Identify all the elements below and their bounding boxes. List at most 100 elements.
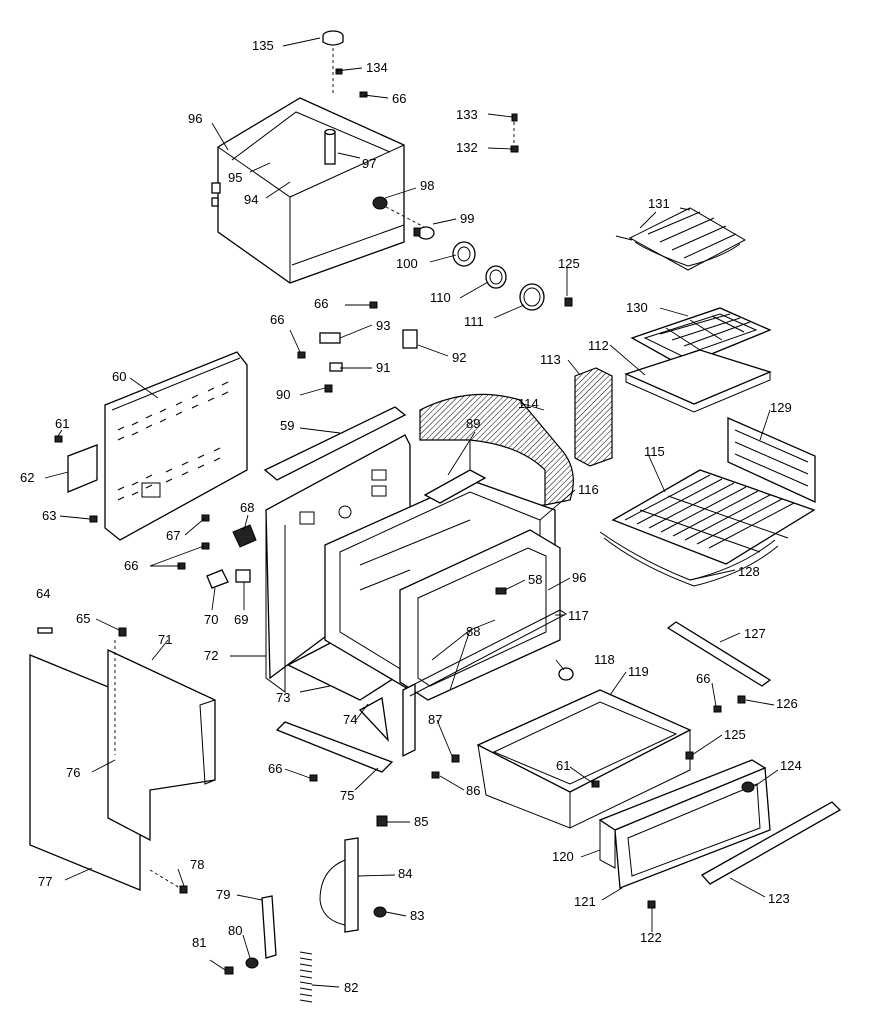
callout-93: 93 bbox=[376, 318, 390, 333]
part-129-rack-support bbox=[727, 417, 816, 504]
part-81-screw bbox=[224, 966, 234, 975]
part-59-front-trim bbox=[263, 406, 407, 481]
part-121-drawer-front bbox=[614, 767, 771, 889]
part-66-screw-d1 bbox=[201, 542, 210, 550]
callout-99: 99 bbox=[460, 211, 474, 226]
callout-135: 135 bbox=[252, 38, 274, 53]
callout-96: 96 bbox=[188, 111, 202, 126]
part-111-ring bbox=[519, 283, 545, 311]
callout-115: 115 bbox=[644, 444, 665, 459]
callout-119: 119 bbox=[628, 664, 649, 679]
part-134-clip bbox=[335, 68, 343, 75]
part-127-drawer-rail bbox=[666, 621, 772, 687]
callout-125: 125 bbox=[558, 256, 580, 271]
callout-122: 122 bbox=[640, 930, 662, 945]
part-130-broiler-insert bbox=[630, 307, 772, 367]
callout-95: 95 bbox=[228, 170, 242, 185]
part-113-vent bbox=[574, 367, 613, 467]
callout-73: 73 bbox=[276, 690, 290, 705]
callout-94: 94 bbox=[244, 192, 258, 207]
callout-66: 66 bbox=[268, 761, 282, 776]
part-119-storage-drawer bbox=[476, 689, 692, 829]
part-84-hinge bbox=[319, 837, 359, 933]
part-74-bracket bbox=[358, 696, 389, 742]
callout-66: 66 bbox=[270, 312, 284, 327]
callout-60: 60 bbox=[112, 369, 126, 384]
part-131-broil-element bbox=[615, 207, 747, 271]
callout-85: 85 bbox=[414, 814, 428, 829]
callout-88: 88 bbox=[466, 624, 480, 639]
callout-75: 75 bbox=[340, 788, 354, 803]
part-66-screw-f bbox=[309, 774, 318, 782]
callout-126: 126 bbox=[776, 696, 798, 711]
callout-111: 111 bbox=[464, 314, 484, 329]
part-66-screw-c bbox=[297, 351, 306, 359]
part-125-screw-lower bbox=[685, 751, 694, 760]
callout-97: 97 bbox=[362, 156, 376, 171]
part-128-bake-element bbox=[599, 531, 779, 587]
part-85-foot bbox=[376, 815, 388, 827]
part-89-crossbar bbox=[423, 469, 487, 504]
callout-61: 61 bbox=[55, 416, 69, 431]
part-117-front-frame bbox=[402, 609, 567, 758]
callout-90: 90 bbox=[276, 387, 290, 402]
callout-112: 112 bbox=[588, 338, 609, 353]
part-92-switch bbox=[402, 329, 418, 349]
part-126-screw bbox=[737, 695, 746, 704]
callout-62: 62 bbox=[20, 470, 34, 485]
part-135-cap bbox=[322, 30, 344, 46]
callout-59: 59 bbox=[280, 418, 294, 433]
callout-63: 63 bbox=[42, 508, 56, 523]
callout-87: 87 bbox=[428, 712, 442, 727]
part-63-screw bbox=[89, 515, 98, 523]
callout-116: 116 bbox=[578, 482, 599, 497]
part-99-bulb bbox=[413, 226, 435, 240]
callout-61: 61 bbox=[556, 758, 570, 773]
callout-80: 80 bbox=[228, 923, 242, 938]
callout-120: 120 bbox=[552, 849, 574, 864]
callout-128: 128 bbox=[738, 564, 760, 579]
callout-89: 89 bbox=[466, 416, 480, 431]
part-97-tube bbox=[324, 128, 336, 165]
callout-113: 113 bbox=[540, 352, 561, 367]
part-70-bracket bbox=[206, 569, 229, 589]
callout-66: 66 bbox=[392, 91, 406, 106]
part-66-screw-top bbox=[359, 91, 368, 98]
callout-127: 127 bbox=[744, 626, 766, 641]
part-122-screw bbox=[647, 900, 656, 909]
part-98-socket bbox=[372, 196, 388, 210]
part-110-lens bbox=[485, 265, 507, 289]
callout-81: 81 bbox=[192, 935, 206, 950]
callout-123: 123 bbox=[768, 891, 790, 906]
part-115-oven-rack bbox=[611, 469, 816, 565]
part-58-clip bbox=[495, 587, 507, 595]
callout-66: 66 bbox=[314, 296, 328, 311]
callout-125: 125 bbox=[724, 727, 746, 742]
callout-58: 58 bbox=[528, 572, 542, 587]
part-69-bracket bbox=[235, 569, 251, 583]
callout-132: 132 bbox=[456, 140, 478, 155]
part-93-bracket bbox=[319, 332, 341, 344]
callout-117: 117 bbox=[568, 608, 589, 623]
callout-96: 96 bbox=[572, 570, 586, 585]
callout-131: 131 bbox=[648, 196, 670, 211]
part-96-top-enclosure bbox=[211, 97, 405, 284]
callout-69: 69 bbox=[234, 612, 248, 627]
callout-71: 71 bbox=[158, 632, 172, 647]
part-66-screw-b bbox=[369, 301, 378, 309]
callout-110: 110 bbox=[430, 290, 451, 305]
callout-86: 86 bbox=[466, 783, 480, 798]
part-124-knob bbox=[741, 781, 755, 793]
callout-121: 121 bbox=[574, 894, 596, 909]
part-82-spring bbox=[299, 951, 313, 1003]
callout-68: 68 bbox=[240, 500, 254, 515]
part-78-screw bbox=[179, 885, 188, 894]
callout-114: 114 bbox=[518, 396, 539, 411]
part-100-gasket bbox=[452, 241, 476, 267]
callout-77: 77 bbox=[38, 874, 52, 889]
callout-133: 133 bbox=[456, 107, 478, 122]
callout-83: 83 bbox=[410, 908, 424, 923]
part-83-screw bbox=[373, 906, 387, 918]
callout-64: 64 bbox=[36, 586, 50, 601]
